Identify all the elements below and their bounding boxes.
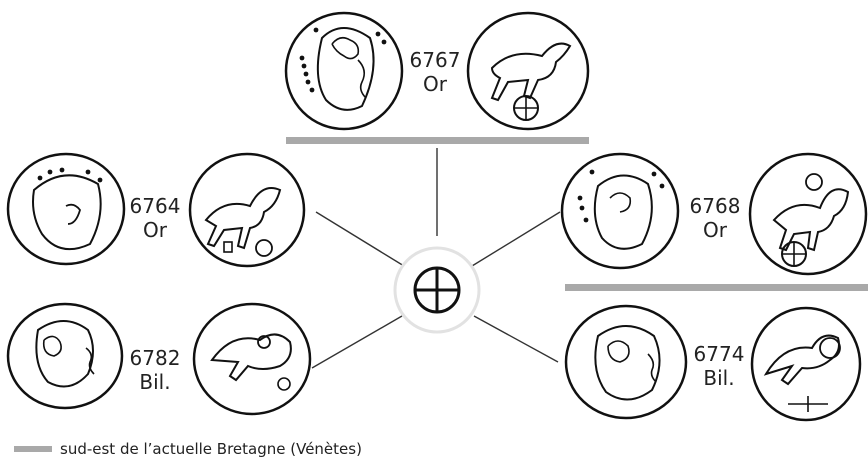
coin-6764-obverse [4,150,128,268]
coin-metal: Or [128,218,182,242]
coin-label-6782: 6782 Bil. [128,346,182,394]
coin-number: 6782 [128,346,182,370]
coin-6767-reverse [464,8,592,132]
coin-6782-reverse [190,300,314,418]
coin-number: 6774 [692,342,746,366]
wheel-cross-icon [415,268,459,312]
coin-6774-obverse [562,302,690,422]
coin-label-6768: 6768 Or [688,194,742,242]
coin-6768-reverse [744,150,868,278]
legend-text: sud-est de l’actuelle Bretagne (Vénètes) [60,440,362,458]
legend-swatch [14,446,52,452]
connector-left-lower [312,316,402,368]
coin-number: 6764 [128,194,182,218]
coin-label-6767: 6767 Or [408,48,462,96]
coin-6782-obverse [4,300,126,412]
coin-metal: Or [408,72,462,96]
coin-metal: Or [688,218,742,242]
connector-right-upper [472,212,560,266]
connector-left-upper [316,212,404,266]
coin-label-6764: 6764 Or [128,194,182,242]
coin-6774-reverse [748,304,864,424]
region-bar-top [286,137,589,144]
coin-6764-reverse [186,150,308,270]
region-bar-right [565,284,868,291]
coin-label-6774: 6774 Bil. [692,342,746,390]
coin-metal: Bil. [128,370,182,394]
coin-metal: Bil. [692,366,746,390]
legend: sud-est de l’actuelle Bretagne (Vénètes) [14,440,362,458]
connector-right-lower [474,316,558,362]
coin-number: 6767 [408,48,462,72]
coin-6768-obverse [558,150,682,272]
coin-number: 6768 [688,194,742,218]
coin-6767-obverse [282,8,406,132]
